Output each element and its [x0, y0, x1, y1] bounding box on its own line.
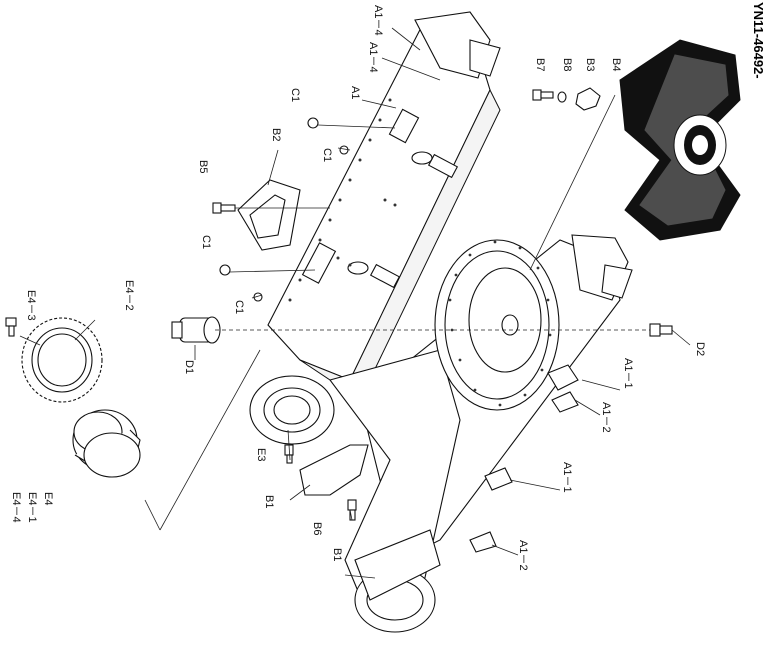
d2-bolt: [649, 323, 673, 337]
b2-bracket: [237, 179, 301, 251]
label-c1-c: C1: [200, 235, 212, 249]
label-b7: B7: [534, 58, 546, 71]
label-c1-a: C1: [289, 88, 301, 102]
label-b2: B2: [270, 128, 282, 141]
label-a1-2b: A1－2: [517, 540, 529, 571]
label-e4-1: E4－1: [26, 492, 38, 523]
label-a1-1b: A1－1: [561, 462, 573, 493]
drawing-code: YN11-46492-: [751, 2, 766, 79]
callout-labels: A1－4 A1－4 A1 C1 C1 B2 B5 C1 C1 B7 B8 B3 …: [10, 5, 706, 571]
label-e4: E4: [42, 492, 54, 505]
d1-hydraulic-fitting: [171, 316, 221, 344]
label-b6: B6: [311, 522, 323, 535]
label-b3: B3: [584, 58, 596, 71]
c1-bolts: [219, 117, 349, 302]
label-c1-b: C1: [321, 148, 333, 162]
label-d1: D1: [183, 360, 195, 374]
label-b1-b: B1: [331, 548, 343, 561]
label-b4: B4: [610, 58, 622, 71]
b7-b8-b3-parts: [532, 87, 601, 111]
label-b5: B5: [197, 160, 209, 173]
label-e3: E3: [255, 448, 267, 461]
label-e4-3: E4－3: [25, 290, 37, 321]
track-assembly-inset: [619, 39, 741, 241]
label-e4-4: E4－4: [10, 492, 22, 523]
e4-travel-motor: [72, 409, 141, 478]
label-a1-1a: A1－1: [622, 358, 634, 389]
label-e4-2: E4－2: [123, 280, 135, 311]
a1-plates: [469, 364, 579, 553]
label-a1-4b: A1－4: [367, 42, 379, 73]
b1-cover-plate: [299, 444, 369, 496]
label-a1-2a: A1－2: [600, 402, 612, 433]
leader-lines: [19, 27, 691, 579]
b5-bolt: [212, 202, 236, 214]
e4-2-sprocket-ring: [21, 317, 103, 403]
label-a1-4-top: A1－4: [372, 5, 384, 36]
label-d2: D2: [694, 342, 706, 356]
label-b8: B8: [561, 58, 573, 71]
swing-bearing-ring: [434, 239, 560, 411]
label-a1-top: A1: [349, 86, 361, 99]
e4-3-bolt: [5, 317, 17, 337]
label-b1-a: B1: [263, 495, 275, 508]
label-c1-d: C1: [233, 300, 245, 314]
b6-bolt: [347, 499, 357, 521]
